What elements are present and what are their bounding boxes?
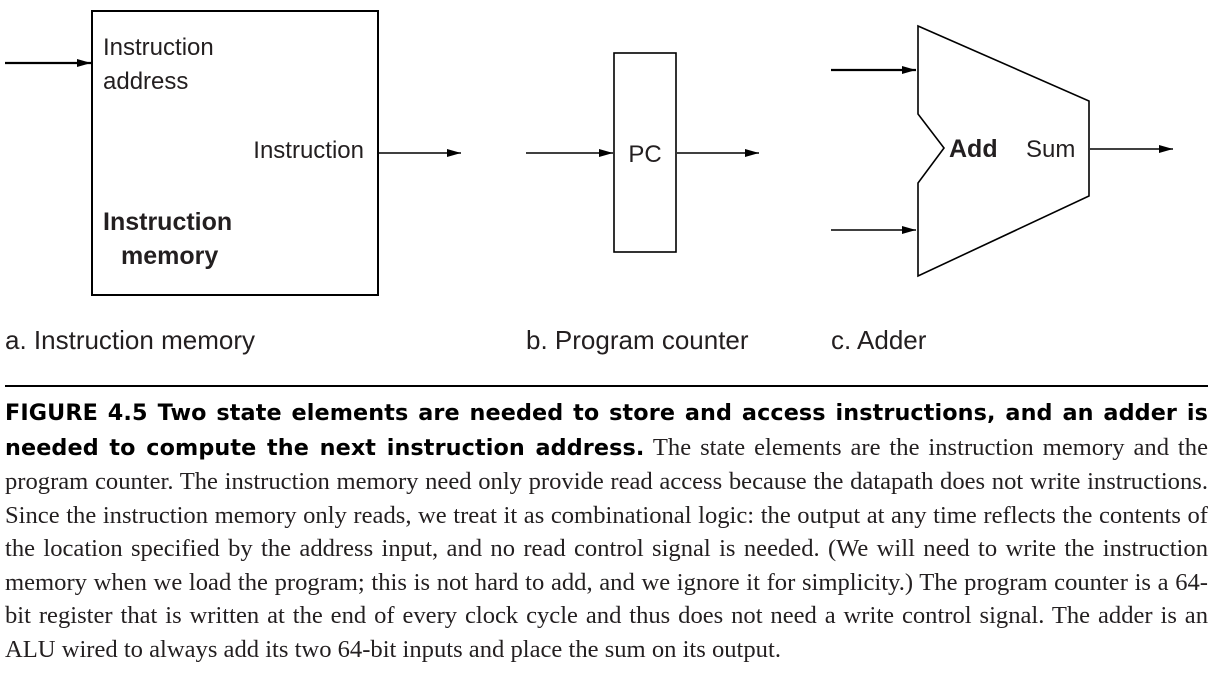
caption-body: The state elements are the instruction m… (5, 433, 1208, 663)
adder-panel: Add Sum c. Adder (831, 24, 1173, 355)
datapath-elements-diagram: Instruction address Instruction Instruct… (5, 10, 1173, 355)
instruction-address-label-line1: Instruction (103, 34, 214, 61)
pc-label: PC (628, 141, 661, 168)
instruction-output-label: Instruction (253, 137, 364, 164)
pc-register-block (613, 52, 677, 253)
instruction-memory-panel: Instruction address Instruction Instruct… (5, 10, 461, 355)
figure-number: FIGURE 4.5 (5, 400, 148, 426)
program-counter-sublabel: b. Program counter (526, 325, 749, 355)
adder-add-label: Add (949, 135, 998, 163)
instruction-memory-name-line2: memory (121, 242, 218, 270)
instruction-memory-block (91, 10, 379, 296)
adder-sum-label: Sum (1026, 136, 1075, 163)
adder-alu-shape (917, 24, 1090, 278)
instruction-address-label-line2: address (103, 68, 188, 95)
caption-heading: Two state elements are needed to store a… (5, 400, 1208, 461)
caption-divider (5, 385, 1208, 387)
adder-sublabel: c. Adder (831, 325, 927, 355)
instruction-memory-name-line1: Instruction (103, 208, 232, 236)
program-counter-panel: PC b. Program counter (526, 52, 759, 355)
instruction-memory-sublabel: a. Instruction memory (5, 325, 255, 355)
